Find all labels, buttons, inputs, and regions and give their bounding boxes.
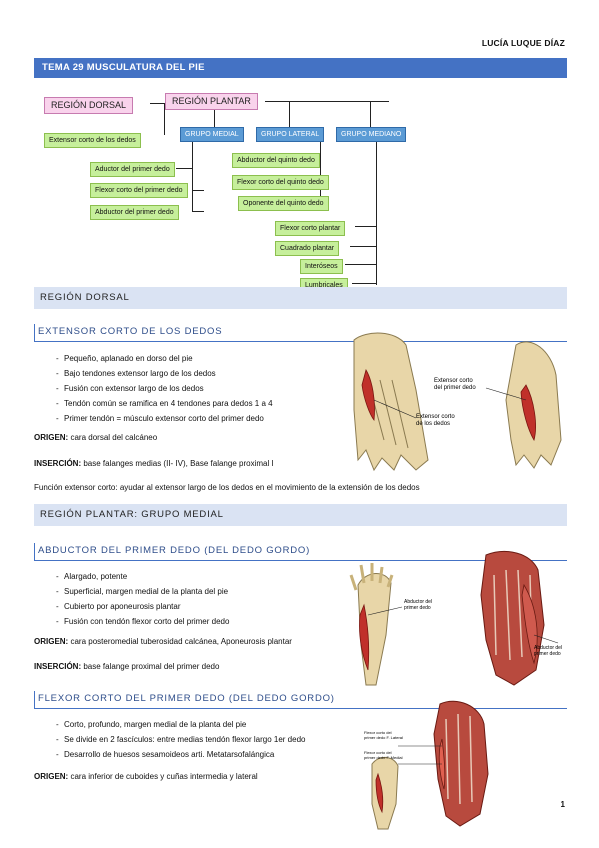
insercion-line: INSERCIÓN: base falange proximal del pri… <box>34 662 220 671</box>
group-medial-box: GRUPO MEDIAL <box>180 127 244 142</box>
list-item: Desarrollo de huesos sesamoideos arti. M… <box>34 747 364 762</box>
list-item: Pequeño, aplanado en dorso del pie <box>34 351 344 366</box>
bullet-list: Alargado, potente Superficial, margen me… <box>34 569 344 629</box>
lateral-item: Oponente del quinto dedo <box>238 196 329 211</box>
region-plantar-box: REGIÓN PLANTAR <box>165 93 258 110</box>
foot-bones-plantar <box>349 563 394 686</box>
list-item: Fusión con extensor largo de los dedos <box>34 381 344 396</box>
origen-line: ORIGEN: cara dorsal del calcáneo <box>34 433 158 442</box>
section-region-dorsal: REGIÓN DORSAL <box>34 287 567 309</box>
mediano-item: Cuadrado plantar <box>275 241 340 256</box>
section-plantar-medial: REGIÓN PLANTAR: GRUPO MEDIAL <box>34 504 567 526</box>
list-item: Cubierto por aponeurosis plantar <box>34 599 344 614</box>
origen-line: ORIGEN: cara posteromedial tuberosidad c… <box>34 637 292 646</box>
insercion-line: INSERCIÓN: base falanges medias (II- IV)… <box>34 459 274 468</box>
medial-item: Aductor del primer dedo <box>90 162 175 177</box>
list-item: Primer tendón = músculo extensor corto d… <box>34 411 344 426</box>
lateral-item: Flexor corto del quinto dedo <box>232 175 329 190</box>
list-item: Fusión con tendón flexor corto del prime… <box>34 614 344 629</box>
medial-item: Flexor corto del primer dedo <box>90 183 188 198</box>
foot-flexor-left <box>371 757 399 830</box>
author-name: LUCÍA LUQUE DÍAZ <box>481 38 565 48</box>
page-title: TEMA 29 MUSCULATURA DEL PIE <box>34 58 567 78</box>
mediano-item: Interóseos <box>300 259 343 274</box>
subsection-heading: EXTENSOR CORTO DE LOS DEDOS <box>34 324 567 342</box>
bullet-list: Corto, profundo, margen medial de la pla… <box>34 717 364 762</box>
foot-muscles-plantar <box>480 551 545 686</box>
list-item: Corto, profundo, margen medial de la pla… <box>34 717 364 732</box>
group-lateral-box: GRUPO LATERAL <box>256 127 325 142</box>
funcion-line: Función extensor corto: ayudar al extens… <box>34 483 420 492</box>
lateral-item: Abductor del quinto dedo <box>232 153 320 168</box>
foot-bones-left <box>353 332 429 472</box>
subsection-heading: ABDUCTOR DEL PRIMER DEDO (DEL DEDO GORDO… <box>34 543 567 561</box>
list-item: Tendón común se ramifica en 4 tendones p… <box>34 396 344 411</box>
foot-bones-right <box>505 341 562 469</box>
origen-line: ORIGEN: cara inferior de cuboides y cuña… <box>34 772 258 781</box>
list-item: Se divide en 2 fascículos: entre medias … <box>34 732 364 747</box>
foot-flexor-right <box>433 700 489 827</box>
bullet-list: Pequeño, aplanado en dorso del pie Bajo … <box>34 351 344 426</box>
subsection-heading: FLEXOR CORTO DEL PRIMER DEDO (DEL DEDO G… <box>34 691 567 709</box>
list-item: Bajo tendones extensor largo de los dedo… <box>34 366 344 381</box>
list-item: Superficial, margen medial de la planta … <box>34 584 344 599</box>
mediano-item: Flexor corto plantar <box>275 221 346 236</box>
dorsal-item-box: Extensor corto de los dedos <box>44 133 141 148</box>
region-dorsal-box: REGIÓN DORSAL <box>44 97 134 114</box>
list-item: Alargado, potente <box>34 569 344 584</box>
page-number: 1 <box>560 800 565 809</box>
medial-item: Abductor del primer dedo <box>90 205 179 220</box>
group-mediano-box: GRUPO MEDIANO <box>336 127 407 142</box>
muscle-diagram: REGIÓN DORSAL REGIÓN PLANTAR Extensor co… <box>0 0 599 293</box>
